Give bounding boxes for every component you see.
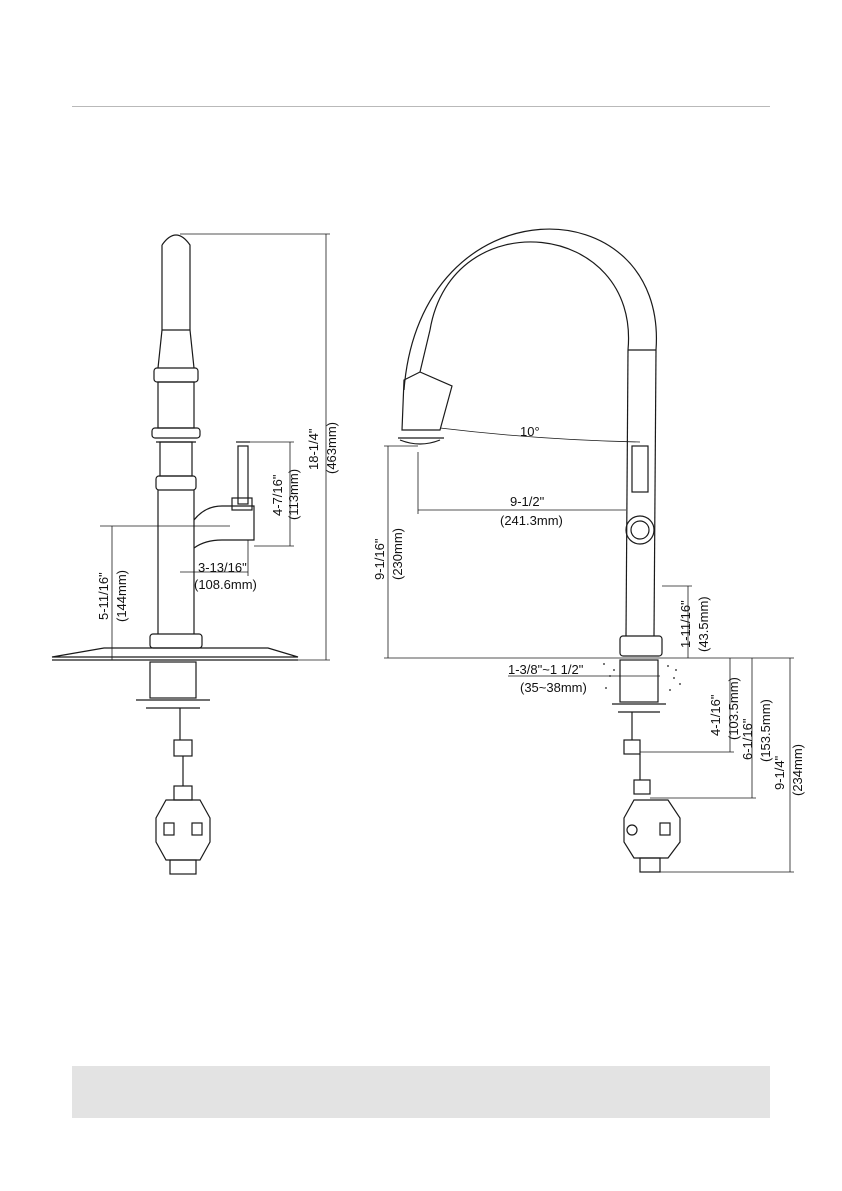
front-view-faucet [398,229,680,872]
base-height-in: 1-11/16" [678,600,693,648]
footer-bar [72,1066,770,1118]
side-view-dimension-lines [100,234,330,660]
deck-section-hatch [603,663,681,691]
handle-offset-mm: (108.6mm) [194,577,257,592]
below-deck-2-in: 6-1/16" [740,718,755,760]
below-deck-3-in: 9-1/4" [772,755,787,790]
spout-clearance-mm: (230mm) [390,528,405,580]
deck-thickness-in: 1-3/8"~1 1/2" [508,662,584,677]
handle-height-mm: (113mm) [286,469,301,520]
spout-reach-in: 9-1/2" [510,494,545,509]
below-deck-1-mm: (103.5mm) [726,677,741,740]
handle-height-in: 4-7/16" [270,474,285,516]
overall-height-mm: (463mm) [324,422,339,474]
side-view-faucet [52,235,298,874]
below-deck-3-mm: (234mm) [790,744,805,796]
handle-center-height-in: 5-11/16" [96,572,111,620]
spout-clearance-in: 9-1/16" [372,538,387,580]
deck-thickness-mm: (35~38mm) [520,680,587,695]
below-deck-2-mm: (153.5mm) [758,699,773,762]
below-deck-1-in: 4-1/16" [708,694,723,736]
handle-center-height-mm: (144mm) [114,570,129,622]
handle-offset-in: 3-13/16" [198,560,247,575]
front-view-dimension-lines [384,428,794,872]
spout-reach-mm: (241.3mm) [500,513,563,528]
spout-angle: 10° [520,424,540,439]
base-height-mm: (43.5mm) [696,596,711,652]
overall-height-in: 18-1/4" [306,428,321,470]
